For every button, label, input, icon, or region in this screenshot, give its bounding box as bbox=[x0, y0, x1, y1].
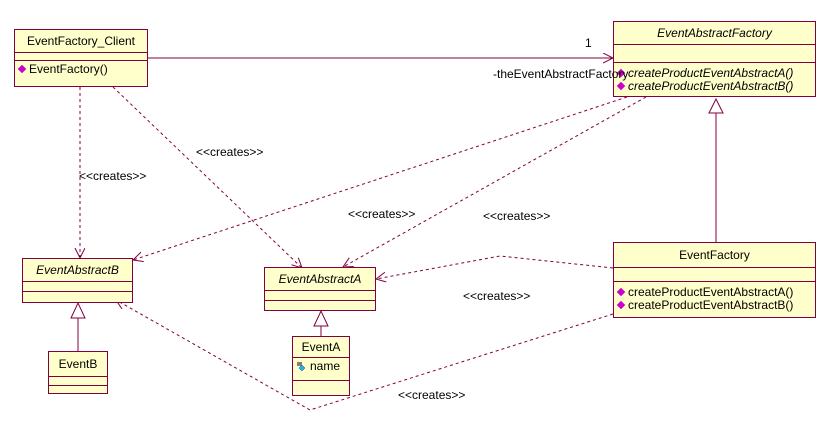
attribute-compartment bbox=[49, 377, 107, 386]
dependency-factory-to-abstract-b bbox=[116, 300, 614, 411]
operation-icon bbox=[616, 300, 626, 310]
class-eventfactory[interactable]: EventFactory createProductEventAbstractA… bbox=[613, 242, 816, 318]
class-name: EventAbstractA bbox=[265, 268, 375, 291]
attribute-compartment bbox=[265, 291, 375, 301]
operation-compartment: EventFactory() bbox=[15, 61, 147, 76]
class-name: EventAbstractFactory bbox=[614, 22, 815, 45]
dependency-abstractfactory-to-abstract-a bbox=[343, 96, 647, 267]
generalization-arrowhead bbox=[708, 97, 724, 114]
creates-label: <<creates>> bbox=[79, 169, 147, 183]
private-attribute-icon bbox=[297, 362, 306, 371]
attribute-compartment bbox=[614, 45, 815, 63]
class-eventa[interactable]: EventA name bbox=[292, 336, 350, 396]
creates-label: <<creates>> bbox=[483, 209, 551, 223]
dependency-client-to-abstract-a bbox=[112, 86, 302, 268]
operation-item: createProductEventAbstractB() bbox=[616, 80, 815, 93]
generalization-arrowhead bbox=[313, 309, 329, 327]
operation-item: createProductEventAbstractB() bbox=[616, 299, 815, 312]
operation-compartment: createProductEventAbstractA() createProd… bbox=[614, 63, 815, 93]
operation-item: EventFactory() bbox=[17, 63, 147, 76]
attribute-compartment bbox=[15, 53, 147, 61]
dependency-factory-to-abstract-a bbox=[376, 255, 614, 279]
operation-icon bbox=[616, 81, 626, 91]
creates-label: <<creates>> bbox=[196, 145, 264, 159]
attribute-item: name bbox=[296, 360, 349, 373]
class-name: EventB bbox=[49, 352, 107, 377]
class-name: EventAbstractB bbox=[23, 259, 132, 282]
role-label: -theEventAbstractFactory bbox=[493, 67, 629, 81]
creates-label: <<creates>> bbox=[348, 207, 416, 221]
operation-item: createProductEventAbstractA() bbox=[616, 67, 815, 80]
class-eventb[interactable]: EventB bbox=[48, 351, 108, 394]
operation-item: createProductEventAbstractA() bbox=[616, 286, 815, 299]
class-eventabstracta[interactable]: EventAbstractA bbox=[264, 267, 376, 311]
operation-compartment: createProductEventAbstractA() createProd… bbox=[614, 282, 815, 312]
attribute-compartment bbox=[614, 268, 815, 282]
class-name: EventFactory bbox=[614, 243, 815, 268]
multiplicity-label: 1 bbox=[585, 36, 592, 50]
operation-icon bbox=[616, 287, 626, 297]
class-name: EventA bbox=[293, 337, 349, 358]
class-eventabstractfactory[interactable]: EventAbstractFactory createProductEventA… bbox=[613, 21, 816, 97]
class-name: EventFactory_Client bbox=[15, 30, 147, 53]
attribute-compartment: name bbox=[293, 358, 349, 381]
dependency-abstractfactory-to-abstract-b bbox=[133, 96, 628, 260]
attribute-compartment bbox=[23, 282, 132, 292]
class-eventabstractb[interactable]: EventAbstractB bbox=[22, 258, 133, 303]
creates-label: <<creates>> bbox=[463, 289, 531, 303]
creates-label: <<creates>> bbox=[398, 388, 466, 402]
generalization-arrowhead bbox=[70, 301, 86, 319]
class-eventfactory-client[interactable]: EventFactory_Client EventFactory() bbox=[14, 29, 148, 87]
operation-icon bbox=[17, 64, 27, 74]
